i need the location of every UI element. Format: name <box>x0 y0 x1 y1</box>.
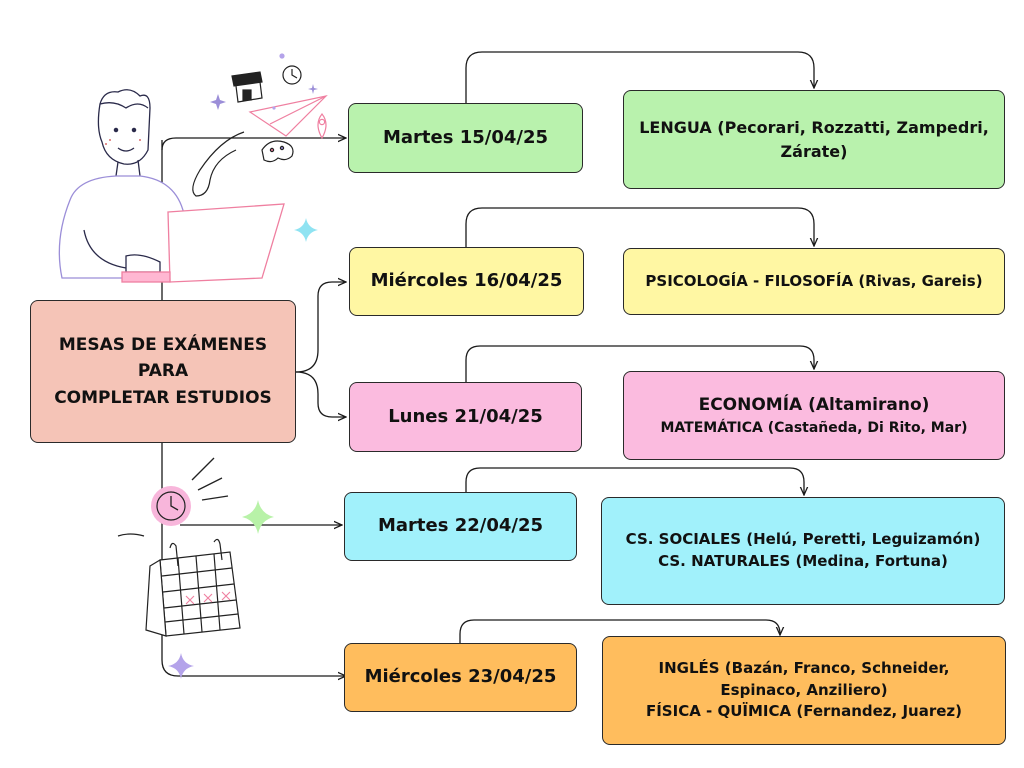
alarm-clock-icon <box>117 457 229 537</box>
location-pin-icon <box>317 113 327 140</box>
root-node: MESAS DE EXÁMENES PARA COMPLETAR ESTUDIO… <box>30 300 296 443</box>
subject-label-3b: MATEMÁTICA (Castañeda, Di Rito, Mar) <box>660 419 968 436</box>
paper-plane-icon <box>192 94 328 197</box>
date-node-4: Martes 22/04/25 <box>344 492 577 561</box>
person-at-laptop-icon <box>58 89 285 283</box>
arc-1 <box>465 51 814 103</box>
palette-icon <box>261 140 294 163</box>
branch-to-date-1 <box>161 138 346 151</box>
root-line-1: MESAS DE EXÁMENES <box>58 334 268 355</box>
trunk-line-lower <box>161 443 346 676</box>
date-label-5: Miércoles 23/04/25 <box>364 666 557 688</box>
arc-4 <box>465 467 804 495</box>
subject-label-4a: CS. SOCIALES (Helú, Peretti, Leguizamón) <box>625 530 981 549</box>
calendar-icon <box>145 538 241 637</box>
subject-node-1: LENGUA (Pecorari, Rozzatti, Zampedri, Zá… <box>623 90 1005 189</box>
date-label-1: Martes 15/04/25 <box>382 126 549 148</box>
clock-icon <box>282 65 302 85</box>
root-line-3: COMPLETAR ESTUDIOS <box>54 387 272 408</box>
date-label-2: Miércoles 16/04/25 <box>370 270 563 292</box>
subject-label-4b: CS. NATURALES (Medina, Fortuna) <box>658 552 948 570</box>
branch-to-date-2 <box>295 282 346 373</box>
date-node-2: Miércoles 16/04/25 <box>349 247 584 316</box>
root-line-2: PARA <box>137 361 189 382</box>
date-label-4: Martes 22/04/25 <box>377 515 544 537</box>
branch-to-date-3 <box>295 371 346 417</box>
subject-node-3: ECONOMÍA (Altamirano) MATEMÁTICA (Castañ… <box>623 371 1005 460</box>
subject-label-3a: ECONOMÍA (Altamirano) <box>698 395 930 416</box>
subject-node-2: PSICOLOGÍA - FILOSOFÍA (Rivas, Gareis) <box>623 248 1005 315</box>
arc-5 <box>459 619 780 643</box>
sparkle-icon <box>168 53 318 679</box>
subject-node-4: CS. SOCIALES (Helú, Peretti, Leguizamón)… <box>601 497 1005 605</box>
subject-node-5: INGLÉS (Bazán, Franco, Schneider, Espina… <box>602 636 1006 745</box>
date-label-3: Lunes 21/04/25 <box>388 405 543 427</box>
arc-2 <box>465 207 814 247</box>
arc-3 <box>465 345 814 382</box>
subject-label-5a: INGLÉS (Bazán, Franco, Schneider, Espina… <box>658 658 950 699</box>
date-node-1: Martes 15/04/25 <box>348 103 583 173</box>
date-node-3: Lunes 21/04/25 <box>349 382 582 452</box>
subject-label-5b: FÍSICA - QUÏMICA (Fernandez, Juarez) <box>645 702 962 721</box>
shop-icon <box>231 71 263 103</box>
date-node-5: Miércoles 23/04/25 <box>344 643 577 712</box>
subject-label-1a: LENGUA (Pecorari, Rozzatti, Zampedri, Zá… <box>639 118 989 161</box>
subject-label-2a: PSICOLOGÍA - FILOSOFÍA (Rivas, Gareis) <box>645 271 983 290</box>
